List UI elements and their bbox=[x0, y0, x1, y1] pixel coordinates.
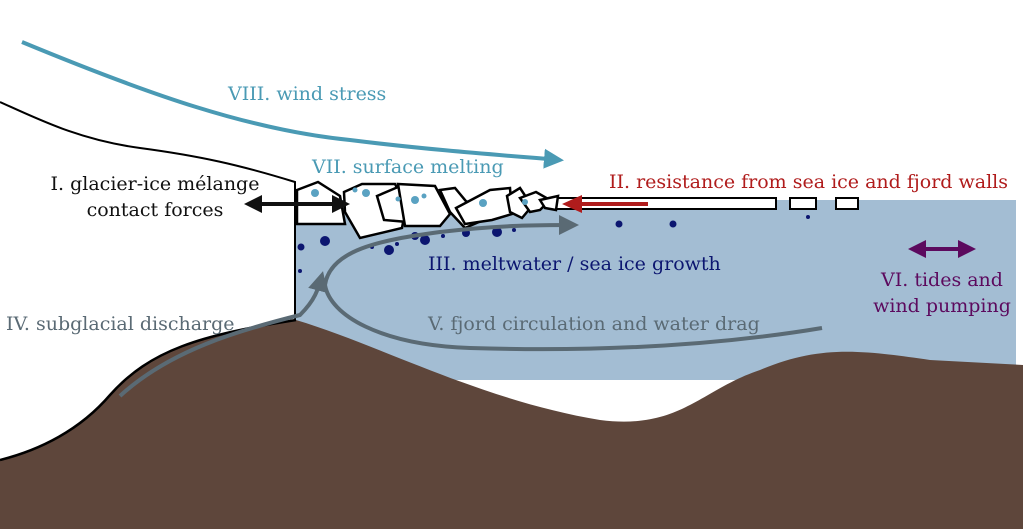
contact-force-arrow bbox=[244, 195, 350, 213]
ice-melange bbox=[295, 180, 560, 240]
glacier-surface bbox=[0, 101, 296, 320]
label-vii-surface-melting: VII. surface melting bbox=[311, 156, 504, 178]
sea-ice-floe bbox=[789, 197, 817, 210]
resistance-arrow bbox=[562, 195, 648, 213]
label-ii-resistance: II. resistance from sea ice and fjord wa… bbox=[609, 171, 1008, 193]
bedrock bbox=[0, 320, 1023, 529]
label-iii-meltwater: III. meltwater / sea ice growth bbox=[428, 253, 721, 275]
fjord-circulation-arrow bbox=[322, 215, 823, 352]
surface-melt-droplets bbox=[311, 187, 528, 207]
meltwater-droplets bbox=[297, 215, 810, 273]
label-viii-wind-stress: VIII. wind stress bbox=[227, 83, 386, 105]
glacier-bed-line bbox=[0, 318, 297, 462]
tides-arrow bbox=[908, 240, 976, 258]
label-v-fjord-circulation: V. fjord circulation and water drag bbox=[427, 313, 760, 335]
label-i-contact-line1: I. glacier-ice mélange bbox=[51, 173, 260, 195]
wind-stress-arrow bbox=[21, 40, 564, 169]
label-i-contact-line2: contact forces bbox=[87, 199, 224, 221]
subglacial-discharge-arrow bbox=[118, 271, 328, 398]
sea-ice-floe bbox=[835, 197, 859, 210]
label-vi-tides-line2: wind pumping bbox=[873, 295, 1011, 317]
label-vi-tides-line1: VI. tides and bbox=[880, 269, 1003, 291]
label-iv-subglacial-discharge: IV. subglacial discharge bbox=[6, 313, 235, 335]
fjord-water bbox=[296, 200, 1016, 380]
